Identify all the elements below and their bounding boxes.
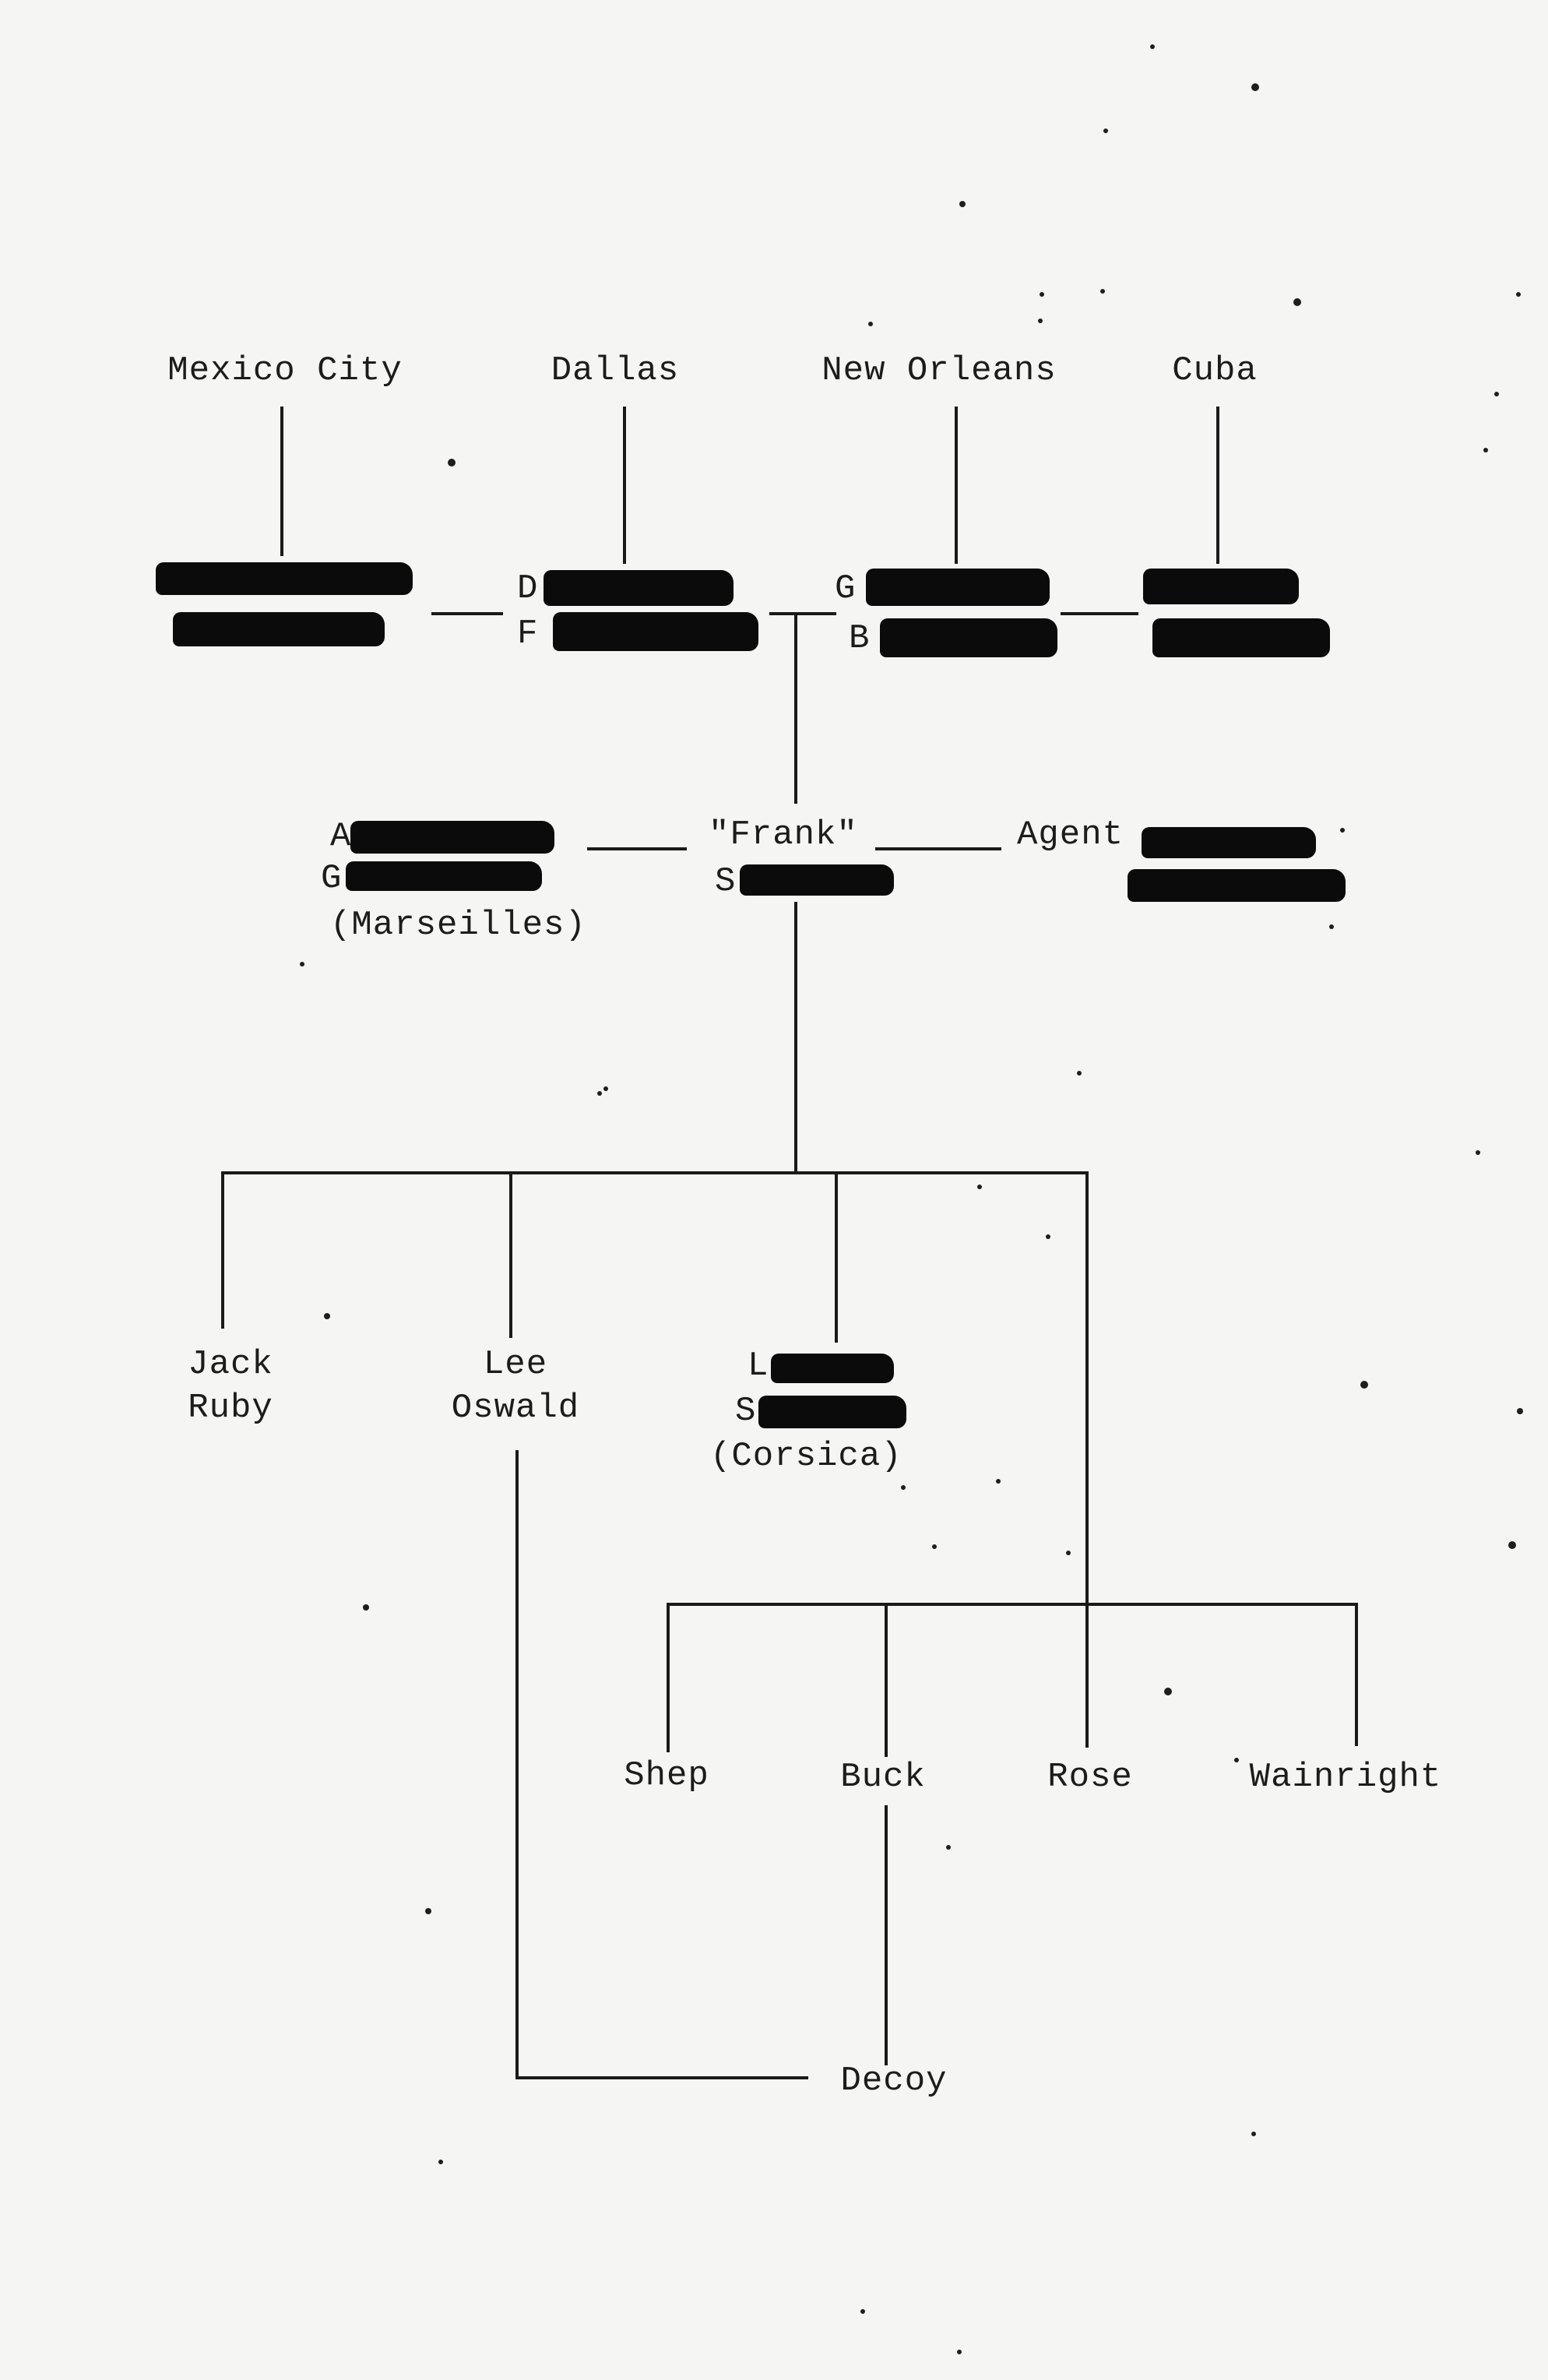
location-mexico-city: Mexico City (167, 351, 403, 390)
redaction-bar (758, 1396, 906, 1428)
redaction-bar (866, 569, 1050, 606)
marseilles-contact-initial: A (330, 817, 352, 856)
redaction-bar (1143, 569, 1299, 604)
location-dallas: Dallas (551, 351, 680, 390)
corsica-contact-initial: L (748, 1347, 769, 1385)
redaction-bar (156, 562, 413, 595)
location-new-orleans: New Orleans (821, 351, 1057, 390)
decoy-label: Decoy (840, 2061, 948, 2100)
marseilles-contact-initial: G (321, 859, 343, 898)
redaction-bar (740, 864, 894, 896)
dallas-contact-initial: F (517, 614, 539, 653)
redaction-bar (1142, 827, 1316, 858)
redaction-bar (880, 618, 1057, 657)
team-member-wainright: Wainright (1249, 1758, 1442, 1797)
redaction-bar (173, 612, 385, 646)
redaction-bar (1128, 869, 1346, 902)
new-orleans-contact-initial: G (835, 569, 857, 608)
corsica-location: (Corsica) (710, 1437, 902, 1476)
corsica-contact-initial: S (735, 1392, 757, 1431)
location-cuba: Cuba (1172, 351, 1258, 390)
operative-jack-ruby: Jack Ruby (188, 1343, 273, 1430)
operative-lee-oswald: Lee Oswald (452, 1343, 579, 1430)
redaction-bar (350, 821, 554, 854)
dallas-contact-initial: D (517, 569, 539, 608)
new-orleans-contact-initial: B (849, 619, 871, 658)
redaction-bar (346, 861, 542, 891)
operative-name-line: Lee (483, 1345, 548, 1384)
team-member-shep: Shep (624, 1756, 709, 1795)
redaction-bar (553, 612, 758, 651)
operative-name-line: Jack (188, 1345, 273, 1384)
redaction-bar (1152, 618, 1330, 657)
operative-name-line: Ruby (188, 1389, 273, 1428)
redaction-bar (544, 570, 734, 606)
operative-name-line: Oswald (451, 1389, 580, 1428)
frank-alias: "Frank" (709, 815, 858, 854)
team-member-rose: Rose (1047, 1758, 1133, 1797)
marseilles-location: (Marseilles) (330, 906, 586, 945)
team-member-buck: Buck (840, 1758, 926, 1797)
redaction-bar (771, 1354, 894, 1383)
paper-specks (300, 44, 1523, 2354)
agent-label: Agent (1017, 815, 1124, 854)
frank-initial: S (715, 862, 737, 901)
